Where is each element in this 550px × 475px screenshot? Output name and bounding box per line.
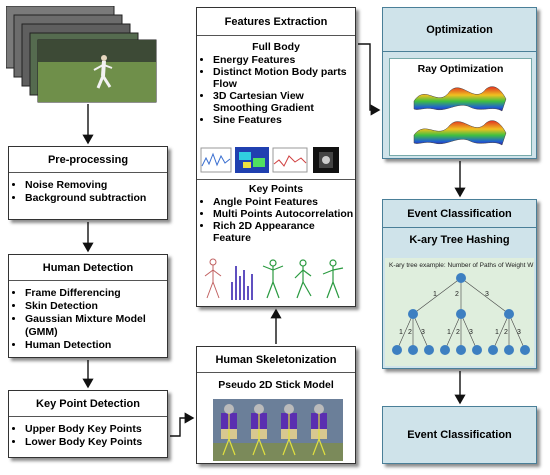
list-item: Multi Points Autocorrelation [213, 208, 355, 220]
ray-optimization-panel: Ray Optimization [389, 58, 532, 156]
preprocessing-title: Pre-processing [9, 147, 167, 173]
key-point-feature-thumbnails [204, 258, 344, 300]
edge-label: 2 [408, 329, 412, 336]
list-item: Rich 2D Appearance Feature [213, 220, 355, 244]
event-classification-title: Event Classification [383, 200, 536, 228]
human-detection-title: Human Detection [9, 255, 167, 281]
list-item: Angle Point Features [213, 196, 355, 208]
edge-label: 3 [517, 329, 521, 336]
human-skeletonization-box: Human Skeletonization Pseudo 2D Stick Mo… [196, 346, 356, 464]
list-item: Gaussian Mixture Model (GMM) [25, 313, 167, 339]
ray-optimization-surface-plot [413, 86, 507, 146]
full-body-feature-thumbnails [200, 147, 339, 173]
preprocessing-list: Noise Removing Background subtraction [9, 179, 167, 205]
k-ary-tree-caption: K-ary tree example: Number of Paths of W… [389, 262, 534, 269]
ray-optimization-label: Ray Optimization [417, 63, 504, 75]
features-extraction-title: Features Extraction [197, 8, 355, 36]
event-classification-box: Event Classification K-ary Tree Hashing … [382, 199, 537, 369]
final-event-classification-box: Event Classification [382, 406, 537, 464]
key-points-section: Key Points Angle Point Features Multi Po… [197, 180, 355, 306]
edge-label: 1 [433, 291, 437, 298]
human-skeletonization-title: Human Skeletonization [197, 347, 355, 373]
edge-label: 1 [399, 329, 403, 336]
pseudo-2d-stick-model-label: Pseudo 2D Stick Model [218, 379, 334, 391]
k-ary-tree-graph: 1 2 3 1 2 3 1 2 3 1 2 3 [392, 273, 530, 355]
key-point-detection-box: Key Point Detection Upper Body Key Point… [8, 390, 168, 458]
list-item: Energy Features [213, 54, 355, 66]
features-extraction-box: Features Extraction Full Body Energy Fea… [196, 7, 356, 307]
edge-label: 3 [421, 329, 425, 336]
key-point-detection-title: Key Point Detection [9, 391, 167, 417]
list-item: Sine Features [213, 114, 355, 126]
video-frames-stack [5, 5, 166, 106]
list-item: Noise Removing [25, 179, 167, 192]
list-item: Upper Body Key Points [25, 423, 167, 436]
list-item: Background subtraction [25, 192, 167, 205]
skeleton-players-illustration [213, 399, 343, 461]
edge-label: 2 [455, 291, 459, 298]
video-frames-illustration [5, 5, 157, 103]
preprocessing-box: Pre-processing Noise Removing Background… [8, 146, 168, 220]
list-item: 3D Cartesian View Smoothing Gradient [213, 90, 355, 114]
edge-label: 2 [504, 329, 508, 336]
edge-label: 1 [447, 329, 451, 336]
arrow-key-point-to-skeletonization [170, 412, 195, 437]
list-item: Distinct Motion Body parts Flow [213, 66, 355, 90]
key-points-list: Angle Point Features Multi Points Autoco… [197, 196, 355, 244]
full-body-list: Energy Features Distinct Motion Body par… [197, 54, 355, 126]
list-item: Human Detection [25, 339, 167, 352]
full-body-title: Full Body [252, 41, 300, 53]
list-item: Frame Differencing [25, 287, 167, 300]
edge-label: 3 [469, 329, 473, 336]
full-body-section: Full Body Energy Features Distinct Motio… [197, 36, 355, 180]
list-item: Skin Detection [25, 300, 167, 313]
edge-label: 2 [456, 329, 460, 336]
human-detection-list: Frame Differencing Skin Detection Gaussi… [9, 287, 167, 352]
list-item: Lower Body Key Points [25, 436, 167, 449]
key-points-title: Key Points [248, 183, 304, 195]
k-ary-tree-hashing-label: K-ary Tree Hashing [409, 234, 510, 246]
edge-label: 1 [495, 329, 499, 336]
edge-label: 3 [485, 291, 489, 298]
optimization-box: Optimization Ray Optimization [382, 7, 537, 159]
arrow-features-to-optimization [358, 43, 381, 116]
k-ary-tree-panel: K-ary tree example: Number of Paths of W… [385, 258, 534, 366]
optimization-title: Optimization [383, 8, 536, 52]
final-event-classification-title: Event Classification [407, 429, 512, 441]
human-detection-box: Human Detection Frame Differencing Skin … [8, 254, 168, 358]
key-point-detection-list: Upper Body Key Points Lower Body Key Poi… [9, 423, 167, 449]
